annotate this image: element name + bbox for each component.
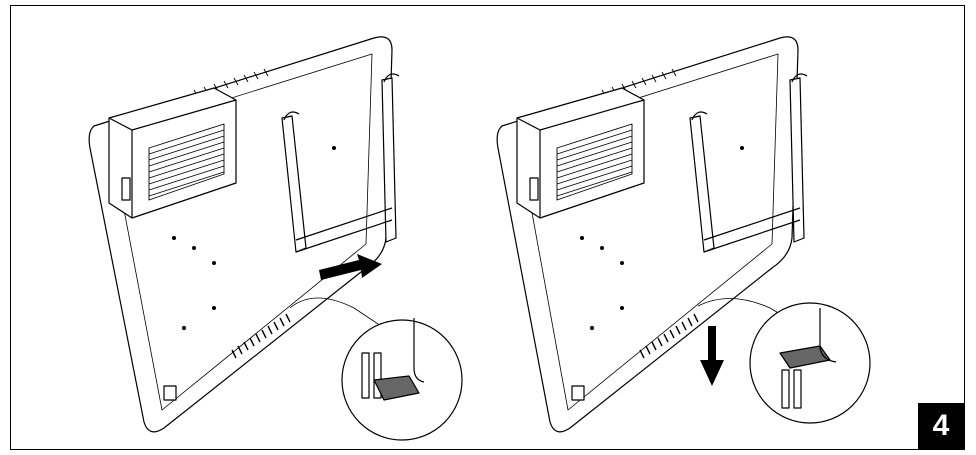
vent-grille xyxy=(556,123,633,201)
step-number-badge: 4 xyxy=(918,403,964,449)
wall-bracket xyxy=(281,77,397,253)
arrow-down xyxy=(700,326,724,386)
illustration-vertical-slide xyxy=(480,8,960,448)
arrow-right xyxy=(319,254,382,280)
illustration-horizontal-slide xyxy=(14,8,494,448)
vent-grille xyxy=(148,123,225,201)
detail-clip xyxy=(361,318,425,401)
detail-clip xyxy=(779,308,837,409)
page-frame xyxy=(10,5,965,450)
control-box xyxy=(516,87,645,219)
wall-bracket xyxy=(689,77,805,253)
control-box xyxy=(108,87,237,219)
